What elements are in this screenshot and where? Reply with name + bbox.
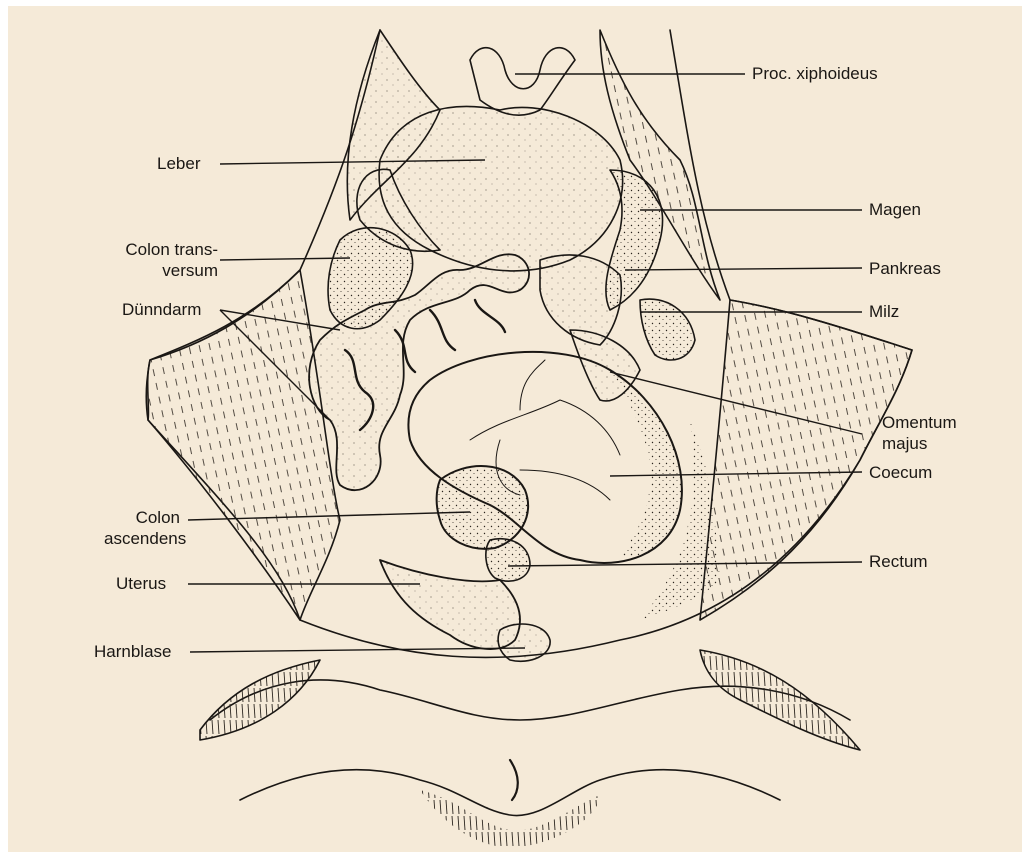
label-leber: Leber bbox=[157, 154, 200, 173]
label-uterus: Uterus bbox=[116, 574, 166, 593]
label-milz: Milz bbox=[869, 302, 899, 321]
label-omentum-majus-line1: Omentum bbox=[882, 413, 957, 432]
xiphoid bbox=[470, 48, 575, 116]
label-proc-xiphoideus: Proc. xiphoideus bbox=[752, 64, 878, 83]
left-leg bbox=[200, 660, 320, 740]
leader-harnblase bbox=[190, 648, 525, 652]
label-colon-transversum-line2: versum bbox=[80, 261, 218, 280]
lower-body-outline bbox=[240, 770, 780, 816]
leader-colon-transversum bbox=[220, 258, 350, 260]
bladder bbox=[498, 624, 550, 661]
label-coecum: Coecum bbox=[869, 463, 932, 482]
label-rectum: Rectum bbox=[869, 552, 928, 571]
leader-pankreas bbox=[625, 268, 862, 270]
label-pankreas: Pankreas bbox=[869, 259, 941, 278]
label-magen: Magen bbox=[869, 200, 921, 219]
label-harnblase: Harnblase bbox=[94, 642, 172, 661]
right-leg bbox=[700, 650, 860, 750]
spleen bbox=[640, 299, 695, 360]
label-duenndarm: Dünndarm bbox=[122, 300, 201, 319]
right-flap bbox=[700, 300, 912, 620]
label-colon-ascendens-line1: Colon bbox=[80, 508, 180, 527]
colon-ascendens bbox=[437, 466, 529, 549]
left-flap bbox=[146, 270, 340, 620]
rectum bbox=[486, 539, 530, 581]
lower-fur bbox=[420, 790, 600, 848]
label-colon-transversum-line1: Colon trans- bbox=[80, 240, 218, 259]
label-colon-ascendens-line2: ascendens bbox=[104, 529, 186, 548]
anus-vulva bbox=[510, 760, 518, 800]
label-omentum-majus-line2: majus bbox=[882, 434, 927, 453]
